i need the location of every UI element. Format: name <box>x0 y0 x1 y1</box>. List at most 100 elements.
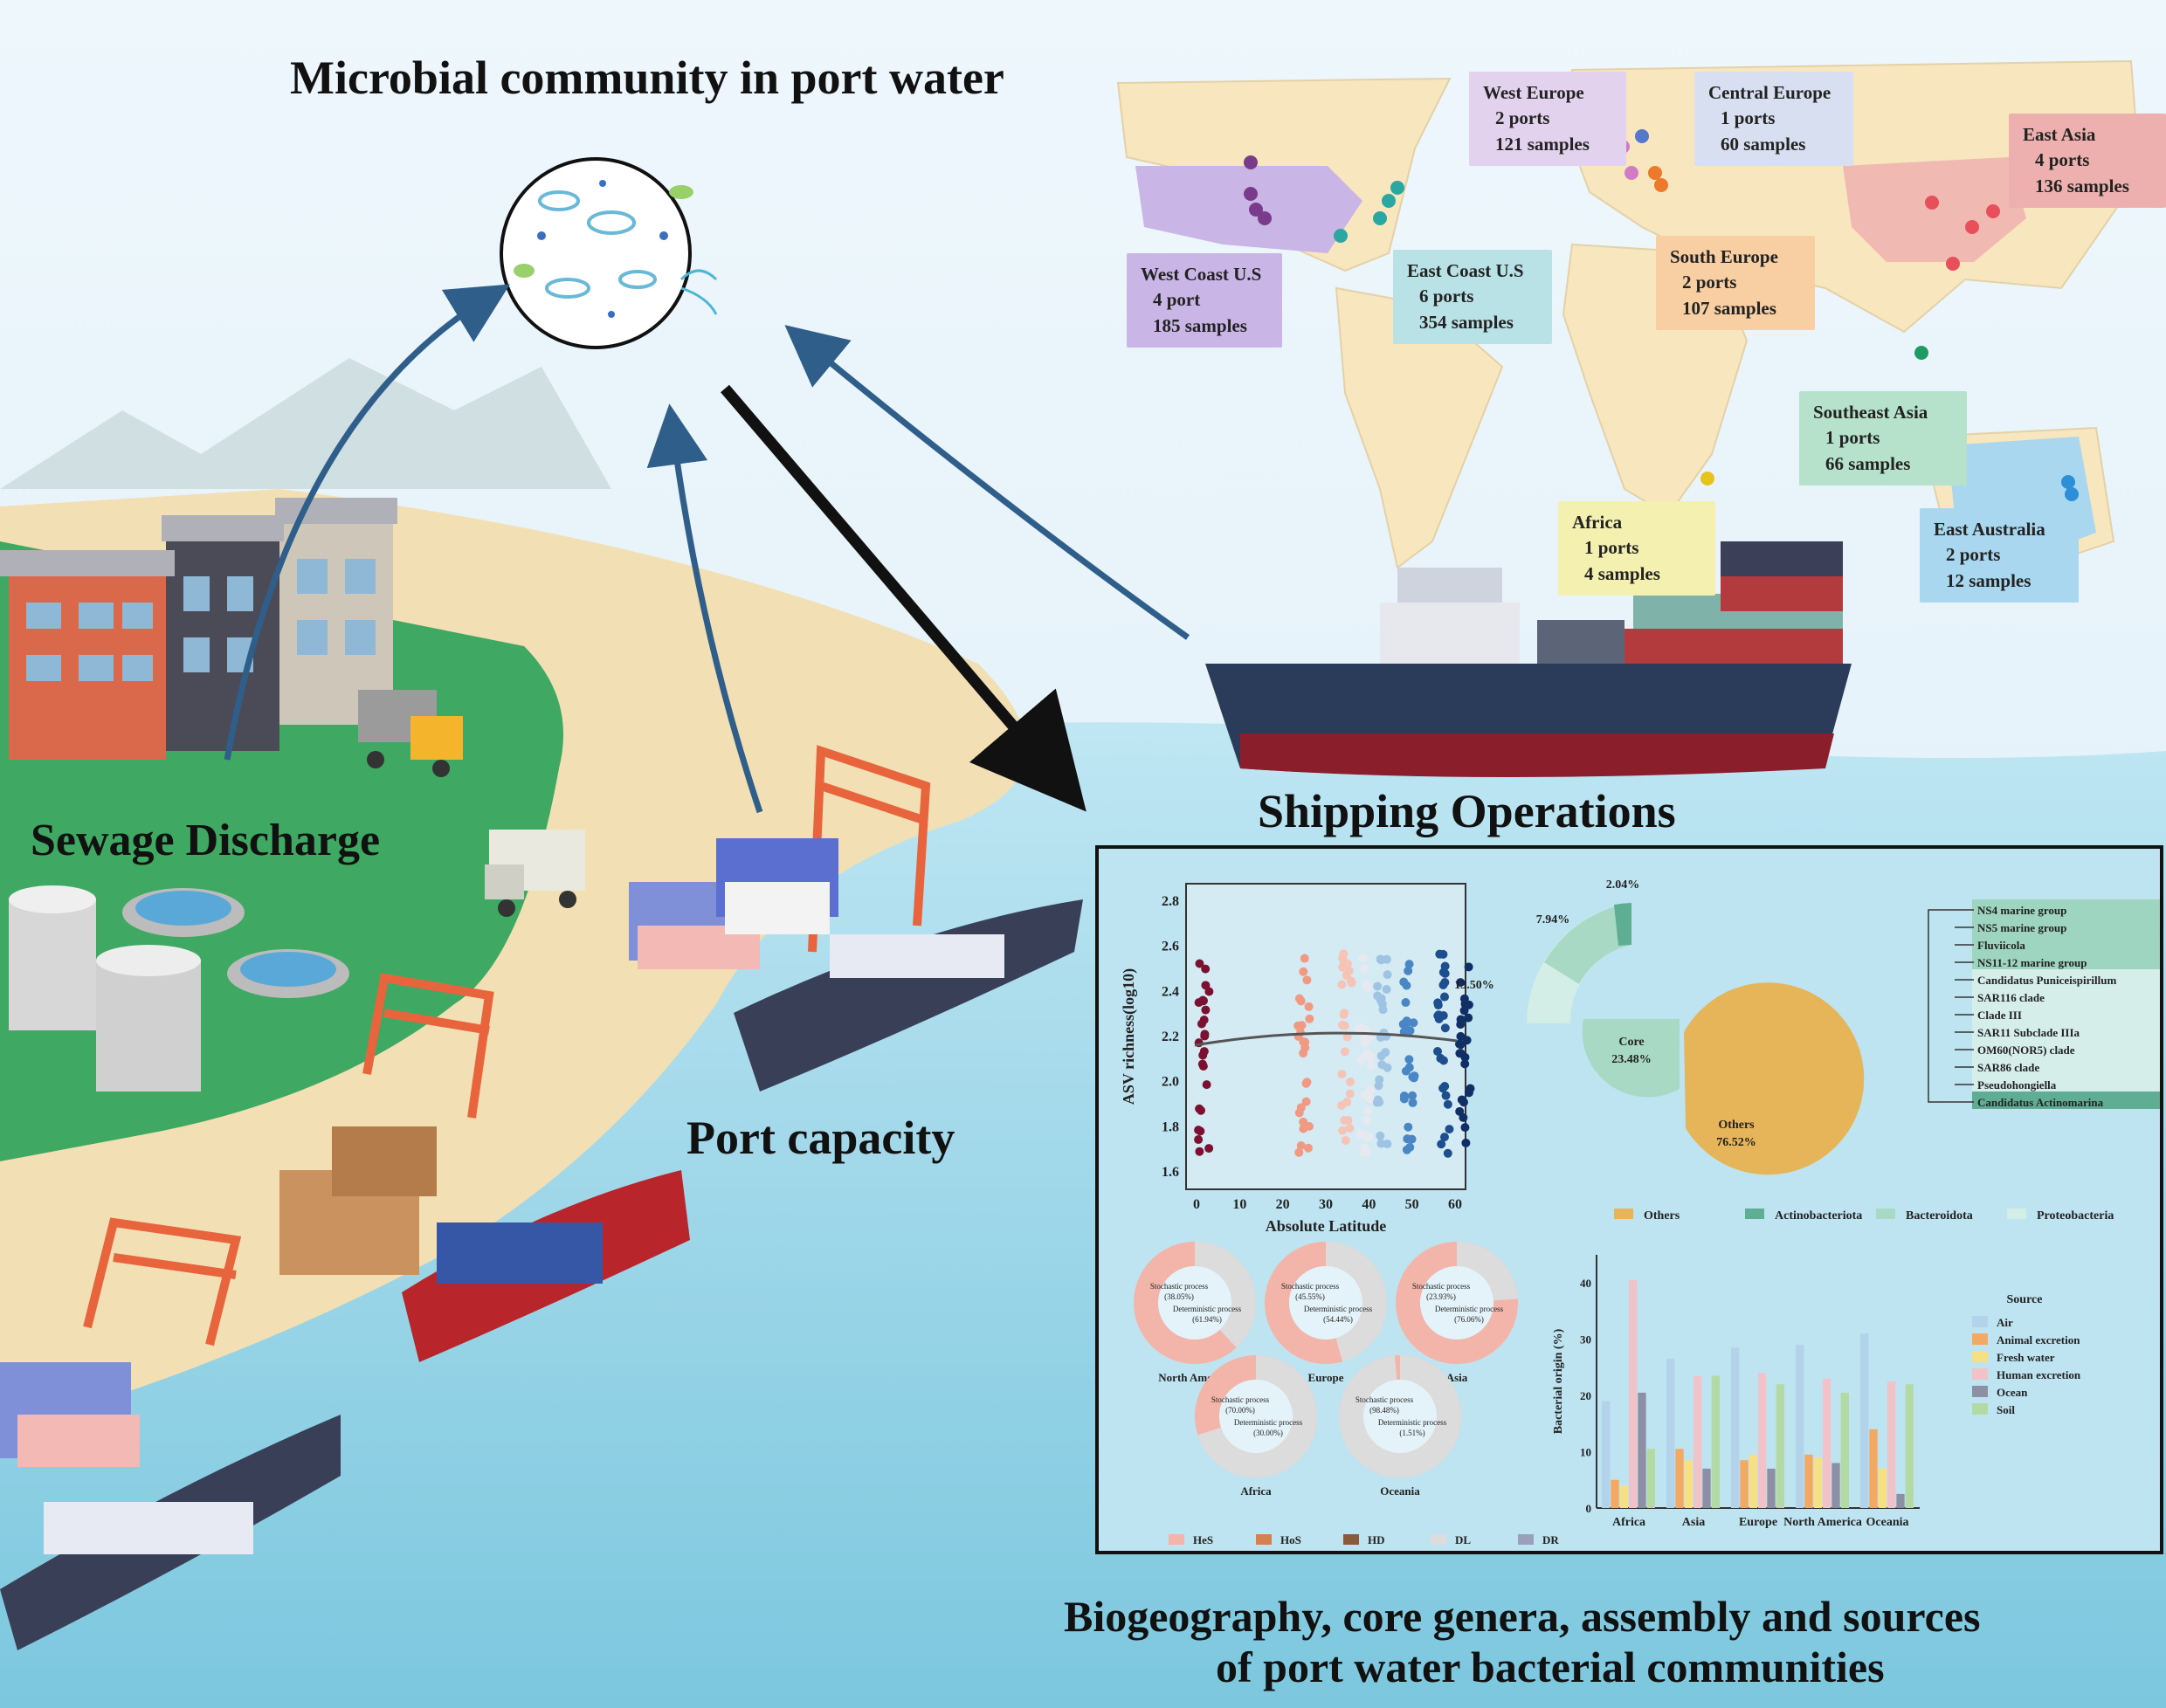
region-name: East Australia <box>1934 519 2045 540</box>
scatter-point <box>1197 1059 1207 1069</box>
scatter-x-tick: 20 <box>1276 1197 1290 1212</box>
tree-taxon-label: NS5 marine group <box>1977 921 2066 934</box>
scatter-point <box>1440 961 1450 971</box>
scatter-point <box>1358 953 1368 962</box>
bar <box>1758 1373 1767 1508</box>
core-legend-label: Actinobacteriota <box>1775 1209 1862 1222</box>
scatter-point <box>1339 1009 1349 1019</box>
scatter-y-tick: 2.4 <box>1162 984 1179 999</box>
scatter-point <box>1376 1131 1385 1140</box>
scatter-point <box>1304 1002 1314 1011</box>
bar <box>1675 1449 1684 1508</box>
scatter-point <box>1362 982 1372 992</box>
donut-region-label: Oceania <box>1380 1484 1420 1498</box>
donut-ring-stochastic <box>1265 1242 1387 1364</box>
bar-legend-label: Animal excretion <box>1997 1333 2080 1346</box>
scatter-point <box>1378 1005 1388 1015</box>
bar <box>1823 1378 1831 1508</box>
tree-taxon-label: OM60(NOR5) clade <box>1977 1043 2075 1057</box>
region-ports: 1 ports <box>1584 537 1639 559</box>
donut-legend-label: DL <box>1455 1533 1471 1546</box>
scatter-point <box>1338 962 1348 972</box>
bar-legend-swatch <box>1972 1333 1988 1345</box>
donut-det-pct: (61.94%) <box>1192 1315 1222 1324</box>
scatter-point <box>1373 1095 1383 1105</box>
scatter-point <box>1404 1055 1414 1064</box>
scatter-point <box>1455 1039 1465 1049</box>
scatter-point <box>1439 1133 1449 1142</box>
scatter-point <box>1341 1135 1350 1145</box>
scatter-x-tick: 30 <box>1319 1197 1333 1212</box>
bar-legend-swatch <box>1972 1351 1988 1362</box>
scatter-point <box>1383 970 1392 980</box>
scatter-point <box>1360 1147 1369 1157</box>
small-ships <box>0 899 1083 1650</box>
core-label: Core <box>1618 1036 1644 1049</box>
bar-x-category: Asia <box>1682 1516 1705 1529</box>
scatter-point <box>1361 1038 1370 1048</box>
bar-y-tick: 30 <box>1580 1333 1591 1346</box>
donut-legend-swatch <box>1169 1534 1184 1545</box>
bar-legend-swatch <box>1972 1368 1988 1380</box>
bar <box>1666 1359 1675 1508</box>
scatter-point <box>1373 991 1383 1001</box>
scatter-point <box>1366 1052 1376 1062</box>
core-pct-left: 13.50% <box>1454 979 1494 992</box>
scatter-point <box>1464 1013 1473 1023</box>
scatter-point <box>1440 968 1450 978</box>
donut-region-label: Asia <box>1446 1371 1468 1384</box>
van <box>485 830 585 917</box>
donut-stoch-pct: (98.48%) <box>1369 1406 1399 1415</box>
scatter-x-tick: 50 <box>1405 1197 1419 1212</box>
scatter-point <box>1443 1099 1452 1109</box>
scatter-point <box>1409 1018 1418 1028</box>
region-ports: 2 ports <box>1495 107 1550 129</box>
scatter-point <box>1407 1134 1417 1144</box>
core-legend-swatch <box>2007 1209 2026 1219</box>
scatter-point <box>1202 1080 1211 1090</box>
tree-highlight-bacteroidota <box>1972 899 2160 969</box>
scatter-point <box>1464 1088 1473 1098</box>
scatter-point <box>1366 1060 1376 1070</box>
scatter-point <box>1381 1048 1390 1057</box>
scatter-point <box>1363 1105 1373 1115</box>
bar <box>1831 1463 1840 1508</box>
others-pct: 76.52% <box>1716 1136 1756 1149</box>
scatter-point <box>1302 975 1312 985</box>
scatter-point <box>1461 1138 1471 1147</box>
bar-legend-swatch <box>1972 1316 1988 1327</box>
region-name: Central Europe <box>1708 82 1831 103</box>
bar <box>1887 1381 1896 1508</box>
core-legend-swatch <box>1876 1209 1895 1219</box>
tree-taxon-label: Candidatus Puniceispirillum <box>1977 974 2116 987</box>
scatter-point <box>1408 1072 1418 1082</box>
scatter-point <box>1377 1060 1387 1070</box>
donut-region-label: Africa <box>1240 1484 1272 1498</box>
scatter-point <box>1340 1021 1349 1030</box>
scatter-point <box>1360 964 1369 974</box>
scatter-point <box>1437 1140 1446 1149</box>
scatter-point <box>1293 1021 1303 1030</box>
scatter-point <box>1339 949 1349 959</box>
region-samples: 136 samples <box>2035 175 2129 196</box>
bar <box>1869 1429 1878 1508</box>
microbe-circle <box>500 157 718 349</box>
scatter-point <box>1382 985 1391 995</box>
donut-det-pct: (30.00%) <box>1253 1429 1283 1437</box>
donut-center <box>1420 1266 1493 1340</box>
scatter-fit-line <box>1194 1031 1458 1047</box>
sewage-tanks <box>9 885 349 1092</box>
scatter-point <box>1299 967 1308 976</box>
bar <box>1878 1468 1887 1508</box>
region-ports: 4 ports <box>2035 149 2090 171</box>
tree-highlight-actinobacteriota <box>1972 1092 2160 1109</box>
bar <box>1813 1457 1822 1508</box>
donut-stoch-pct: (45.55%) <box>1295 1292 1325 1301</box>
region-name: East Coast U.S <box>1407 260 1524 281</box>
region-ports: 1 ports <box>1825 427 1880 449</box>
scatter-point <box>1402 1145 1411 1154</box>
